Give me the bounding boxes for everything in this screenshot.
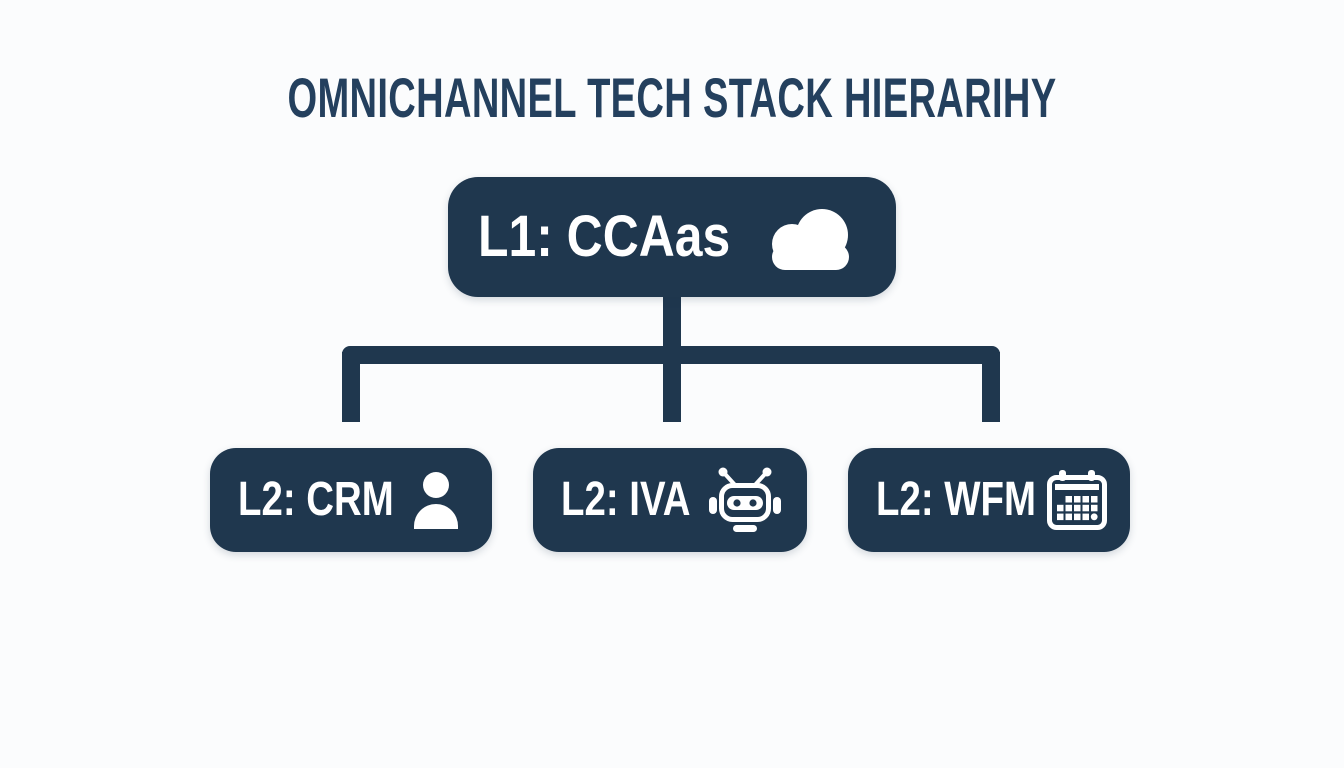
node-crm-label: L2: CRM (238, 473, 394, 526)
calendar-icon (1047, 470, 1107, 530)
robot-icon (709, 467, 781, 532)
node-l1-label: L1: CCAas (478, 204, 731, 269)
node-l1-ccaas: L1: CCAas (448, 177, 896, 297)
diagram-title: OMNICHANNEL TECH STACK HIERARIHY (287, 66, 1057, 129)
node-l2-wfm: L2: WFM (848, 448, 1130, 552)
connector-drop-right (982, 352, 1000, 422)
person-icon (414, 472, 458, 529)
node-wfm-label: L2: WFM (876, 473, 1036, 526)
connector-drop-left (342, 352, 360, 422)
node-iva-label: L2: IVA (561, 473, 691, 526)
connector-horizontal-bar (342, 346, 1000, 364)
node-l2-crm: L2: CRM (210, 448, 492, 552)
node-l2-iva: L2: IVA (533, 448, 807, 552)
cloud-icon (772, 209, 849, 270)
